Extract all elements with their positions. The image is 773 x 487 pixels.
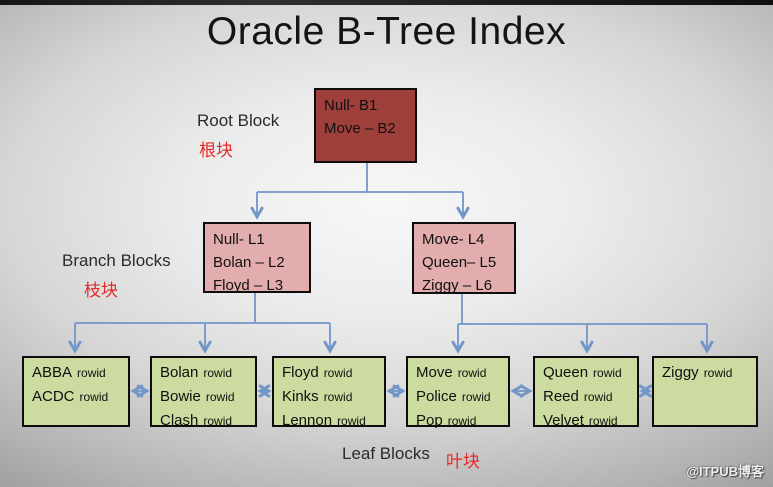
leaf-rowid: rowid [323, 390, 353, 404]
leaf-entry: Velvet rowid [543, 409, 634, 433]
leaf-blocks-label-zh: 叶块 [446, 452, 480, 471]
leaf-rowid: rowid [203, 414, 233, 428]
page-title: Oracle B-Tree Index [206, 10, 567, 53]
leaf-rowid: rowid [447, 414, 477, 428]
leaf-rowid: rowid [79, 390, 109, 404]
leaf-entry: Ziggy rowid [662, 361, 753, 385]
branch-block-1: Null- L1 Bolan – L2 Floyd – L3 [203, 222, 311, 294]
leaf-block-6: Ziggy rowid [652, 356, 758, 427]
leaf-rowid: rowid [588, 414, 618, 428]
leaf-key: Kinks [282, 388, 319, 405]
leaf-key: Queen [543, 364, 589, 381]
leaf-entry: Bowie rowid [160, 385, 252, 409]
leaf-rowid: rowid [337, 414, 366, 428]
root-block-label: Root Block [197, 111, 280, 130]
leaf-key: Bolan [160, 364, 199, 381]
leaf-entry: ACDC rowid [32, 385, 125, 409]
leaf-entry: Queen rowid [543, 361, 634, 385]
leaf-key: ACDC [32, 388, 75, 405]
branch-blocks-label: Branch Blocks [62, 251, 171, 270]
leaf-rowid: rowid [583, 390, 613, 404]
leaf-rowid: rowid [457, 366, 487, 380]
leaf-block-5: Queen rowid Reed rowid Velvet rowid [533, 356, 639, 429]
leaf-key: Lennon [282, 412, 333, 429]
leaf-entry: Lennon rowid [282, 409, 381, 433]
branch-block-2: Move- L4 Queen– L5 Ziggy – L6 [412, 222, 516, 294]
leaf-entry: Move rowid [416, 361, 505, 385]
root-block: Null- B1 Move – B2 [314, 88, 417, 163]
leaf-rowid: rowid [461, 390, 491, 404]
leaf-entry: Pop rowid [416, 409, 505, 433]
leaf-entry: Clash rowid [160, 409, 252, 433]
leaf-blocks-label: Leaf Blocks [342, 444, 430, 463]
leaf-rowid: rowid [323, 366, 353, 380]
leaf-key: Police [416, 388, 457, 405]
root-line: Move – B2 [324, 120, 396, 137]
leaf-rowid: rowid [203, 366, 233, 380]
leaf-entry: Kinks rowid [282, 385, 381, 409]
leaf-rowid: rowid [205, 390, 235, 404]
leaf-entry: Floyd rowid [282, 361, 381, 385]
watermark: @ITPUB博客 [686, 464, 764, 479]
branch-line: Queen– L5 [422, 254, 497, 271]
leaf-key: Ziggy [662, 364, 699, 381]
leaf-entry: ABBA rowid [32, 361, 125, 385]
connector-branch2-trunk [458, 293, 707, 325]
leaf-entry: Reed rowid [543, 385, 634, 409]
leaf-entry: Bolan rowid [160, 361, 252, 385]
leaf-key: Pop [416, 412, 443, 429]
leaf-key: Bowie [160, 388, 201, 405]
leaf-key: ABBA [32, 364, 73, 381]
branch-line: Floyd – L3 [213, 277, 284, 294]
branch-blocks-label-zh: 枝块 [84, 281, 118, 300]
branch-line: Bolan – L2 [213, 254, 285, 271]
leaf-block-3: Floyd rowid Kinks rowid Lennon rowid [272, 356, 386, 429]
root-line: Null- B1 [324, 97, 378, 114]
connector-branch1-trunk [75, 293, 330, 324]
leaf-key: Reed [543, 388, 579, 405]
branch-line: Ziggy – L6 [422, 277, 493, 294]
leaf-entry: Police rowid [416, 385, 505, 409]
leaf-key: Floyd [282, 364, 319, 381]
leaf-key: Clash [160, 412, 199, 429]
leaf-key: Velvet [543, 412, 584, 429]
root-block-label-zh: 根块 [199, 141, 233, 160]
leaf-rowid: rowid [593, 366, 622, 380]
leaf-key: Move [416, 364, 453, 381]
leaf-rowid: rowid [703, 366, 733, 380]
top-border [0, 0, 773, 5]
branch-line: Null- L1 [213, 231, 265, 248]
leaf-rowid: rowid [77, 366, 106, 380]
connector-root-trunk [257, 163, 463, 193]
branch-line: Move- L4 [422, 231, 485, 248]
